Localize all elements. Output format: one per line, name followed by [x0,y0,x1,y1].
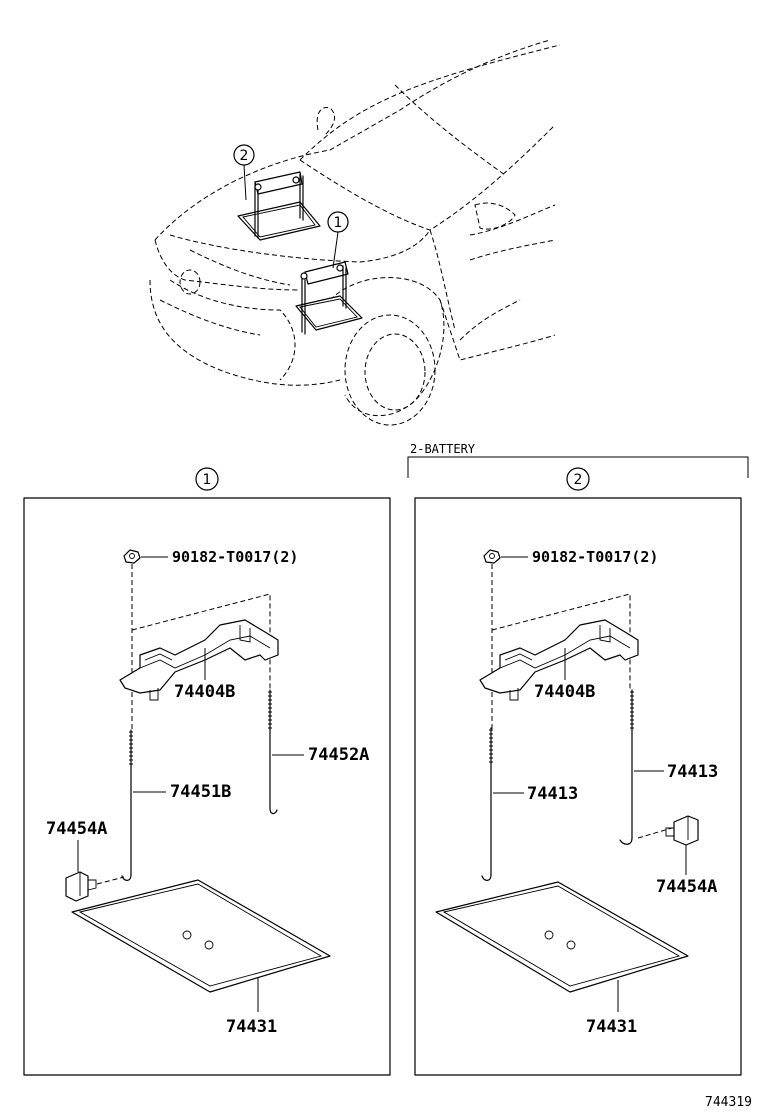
rod-left [481,727,493,881]
battery-1-location [295,261,363,335]
battery-tray [435,881,689,993]
panel-2-marker[interactable]: 2 [566,467,590,491]
nut-icon [123,549,141,564]
part-rod-right-label[interactable]: 74452A [308,745,369,765]
part-tray-label[interactable]: 74431 [226,1017,277,1037]
svg-text:2: 2 [574,472,583,488]
part-tray-label[interactable]: 74431 [586,1017,637,1037]
nut-icon [483,549,501,564]
overview-marker-1[interactable]: 1 [327,211,349,269]
holder-clip [65,871,97,902]
panel-1-marker[interactable]: 1 [195,467,219,491]
svg-text:2-BATTERY: 2-BATTERY [410,442,476,456]
svg-text:1: 1 [203,472,212,488]
battery-tray [71,879,331,993]
variant-note: 2-BATTERY [407,442,749,478]
part-nut-label[interactable]: 90182-T0017(2) [172,548,298,566]
rod-left [121,729,133,881]
svg-text:2: 2 [240,148,249,164]
rod-right [268,689,278,815]
panel-2: 2 90182-T0017(2) 74404B 74413 [414,467,742,1076]
part-nut-label[interactable]: 90182-T0017(2) [532,548,658,566]
panel-1: 1 90182-T0017(2) 74404B 74452 [23,467,391,1076]
part-rod-right-label[interactable]: 74413 [667,762,718,782]
part-rod-left-label[interactable]: 74451B [170,782,231,802]
rod-right [619,689,634,845]
battery-2-location [237,171,321,241]
part-holder-label[interactable]: 74454A [656,877,717,897]
part-clamp-label[interactable]: 74404B [174,682,235,702]
part-holder-label[interactable]: 74454A [46,819,107,839]
overview-marker-2[interactable]: 2 [233,144,255,201]
holder-clip [665,815,699,846]
panel-2-frame [414,497,742,1076]
svg-text:1: 1 [334,215,343,231]
part-rod-left-label[interactable]: 74413 [527,784,578,804]
vehicle-overview: 2 1 [149,39,561,426]
panel-1-frame [23,497,391,1076]
part-clamp-label[interactable]: 74404B [534,682,595,702]
figure-id: 744319 [705,1095,752,1110]
